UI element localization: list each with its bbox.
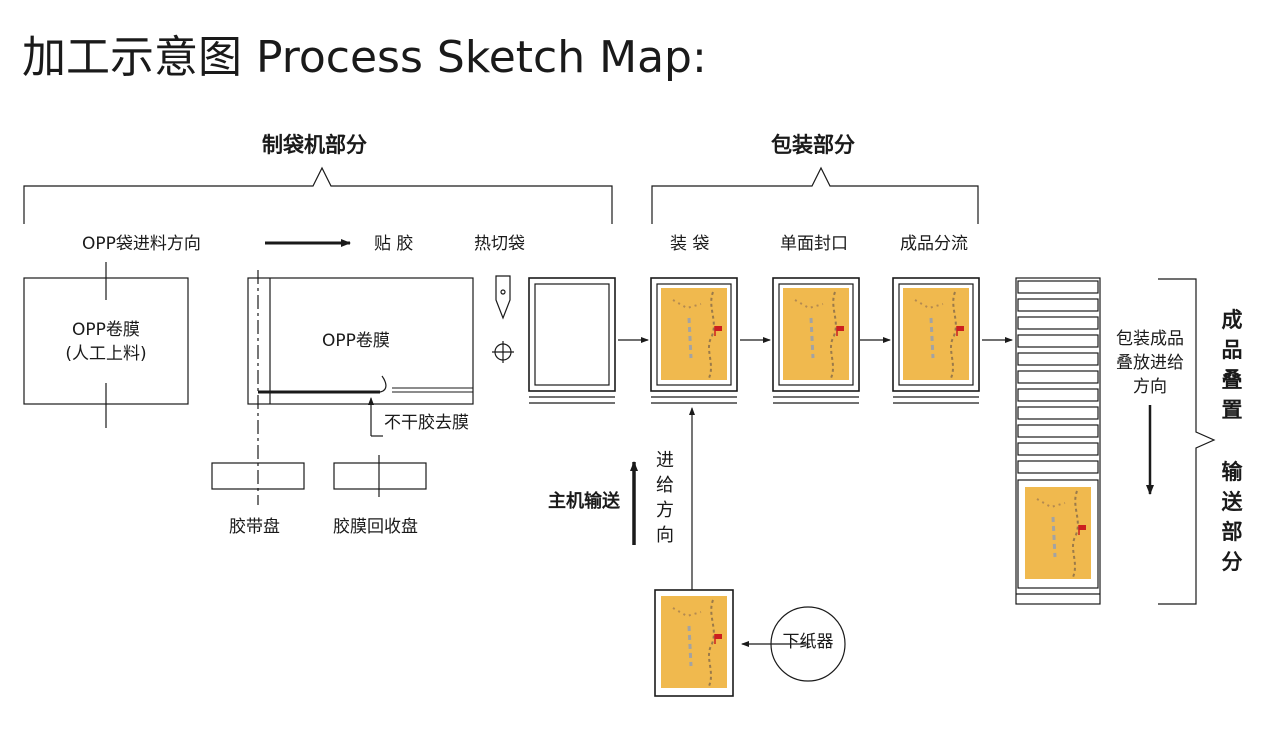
label-remove-film: 不干胶去膜	[384, 413, 469, 433]
bracket-stacking	[1158, 278, 1216, 605]
station-single-seal	[772, 277, 860, 392]
label-bagging: 装 袋	[670, 234, 710, 254]
hot-cut-knife	[495, 275, 511, 320]
label-manual-loading: (人工上料)	[65, 344, 147, 364]
section-bag-making: 制袋机部分	[262, 133, 367, 157]
label-paper-feed: 下纸器	[782, 632, 834, 652]
bracket-bag-making	[23, 166, 613, 224]
section-packaging: 包装部分	[771, 133, 855, 157]
bag-card-split	[901, 286, 971, 382]
label-glue: 贴 胶	[374, 234, 414, 254]
label-main-conveyor: 主机输送	[548, 491, 620, 512]
paper-feeder	[770, 606, 846, 682]
section-conveying: 输送部分	[1221, 460, 1243, 574]
glue-box	[247, 277, 474, 405]
label-film-recycle-reel: 胶膜回收盘	[333, 517, 418, 537]
bag-card-stack	[1023, 485, 1093, 581]
bag-card-seal	[781, 286, 851, 382]
bag-card-bagging	[659, 286, 729, 382]
label-stack-feed-3: 方向	[1133, 377, 1167, 397]
label-single-seal: 单面封口	[780, 234, 848, 254]
label-hot-cut: 热切袋	[474, 234, 525, 254]
label-stack-feed-2: 叠放进给	[1116, 353, 1184, 373]
stack-column	[1015, 277, 1101, 605]
tape-reel	[211, 462, 305, 490]
label-product-split: 成品分流	[900, 234, 968, 254]
bag-card-paper	[659, 594, 729, 690]
station-bagging	[650, 277, 738, 392]
stack-slots	[1017, 280, 1099, 474]
page-title: 加工示意图 Process Sketch Map:	[22, 32, 707, 83]
label-feed-direction: OPP袋进料方向	[82, 234, 201, 254]
section-stacking: 成品叠置	[1221, 308, 1243, 422]
bag-empty	[528, 277, 616, 392]
label-opp-roll: OPP卷膜	[322, 331, 390, 351]
label-stack-feed-1: 包装成品	[1116, 329, 1184, 349]
bracket-packaging	[651, 166, 979, 224]
film-recycle-reel	[333, 462, 427, 490]
station-product-split	[892, 277, 980, 392]
label-tape-reel: 胶带盘	[229, 517, 280, 537]
paper-card	[654, 589, 734, 697]
label-feed-direction-vertical: 进给方向	[656, 450, 674, 546]
label-opp-roll-manual: OPP卷膜	[72, 320, 140, 340]
